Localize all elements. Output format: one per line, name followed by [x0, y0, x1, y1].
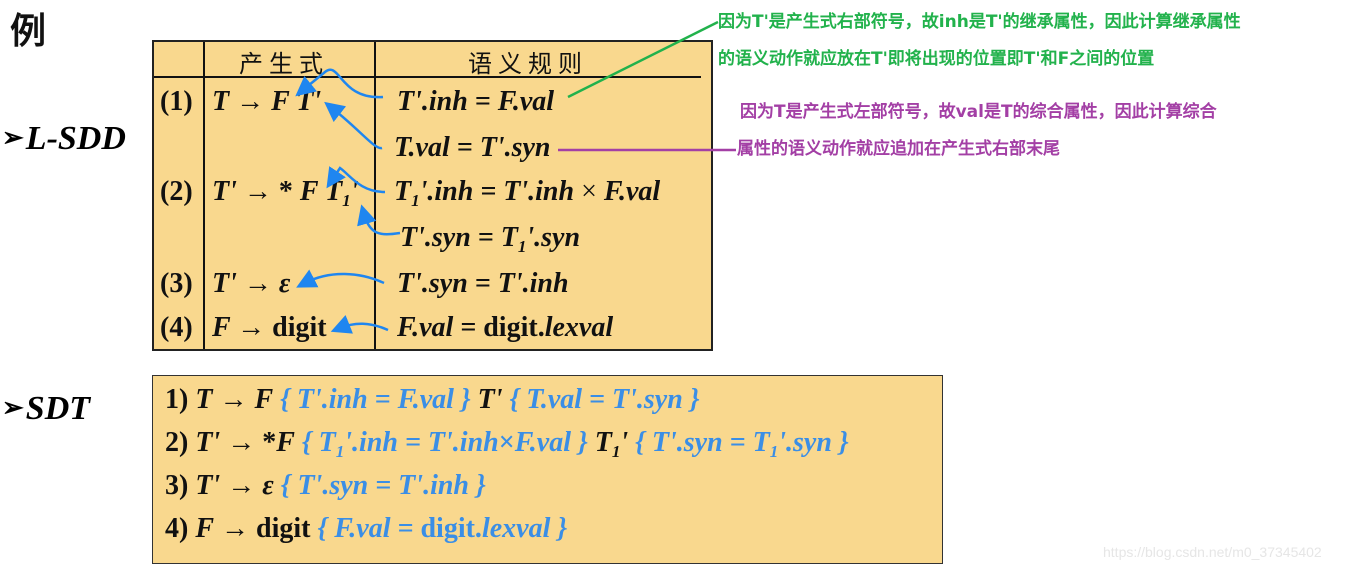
- sdt-line-4: 4) F → digit { F.val = digit.lexval }: [165, 513, 568, 544]
- sdt-box: 1) T → F { T'.inh = F.val } T' { T.val =…: [152, 375, 943, 564]
- header-divider: [154, 76, 701, 78]
- annotation-synthesized-line1: 因为T是产生式左部符号，故val是T的综合属性，因此计算综合: [740, 102, 1217, 122]
- header-semantic-rule: 语义规则: [468, 50, 588, 78]
- column-divider: [203, 42, 205, 349]
- semantic-rule: T'.syn = T1'.syn: [400, 222, 581, 256]
- semantic-rule: T'.inh = F.val: [397, 86, 555, 117]
- row-number: (3): [160, 268, 193, 299]
- arrow-bullet-icon: ➢: [2, 123, 24, 152]
- semantic-rule: T'.syn = T'.inh: [397, 268, 569, 299]
- sdt-label: ➢SDT: [2, 390, 91, 427]
- arrow-bullet-icon: ➢: [2, 393, 24, 422]
- row-number: (4): [160, 312, 193, 343]
- column-divider: [374, 42, 376, 349]
- production: F → digit: [212, 312, 327, 343]
- semantic-rule: F.val = digit.lexval: [397, 312, 614, 343]
- sdt-line-2: 2) T' → *F { T1'.inh = T'.inh×F.val } T1…: [165, 427, 849, 461]
- watermark: https://blog.csdn.net/m0_37345402: [1103, 544, 1322, 560]
- production: T' → ε: [212, 268, 291, 299]
- row-number: (2): [160, 176, 193, 207]
- lsdd-table: 产生式 语义规则 (1) T → F T' T'.inh = F.val T.v…: [152, 40, 713, 351]
- production: T' → * F T1': [212, 176, 359, 210]
- lsdd-label: ➢L-SDD: [2, 120, 126, 157]
- annotation-inherited-line2: 的语义动作就应放在T'即将出现的位置即T'和F之间的位置: [718, 49, 1155, 69]
- semantic-rule: T1'.inh = T'.inh × F.val: [394, 176, 661, 210]
- sdt-line-1: 1) T → F { T'.inh = F.val } T' { T.val =…: [165, 384, 700, 415]
- sdt-line-3: 3) T' → ε { T'.syn = T'.inh }: [165, 470, 486, 501]
- annotation-synthesized-line2: 属性的语义动作就应追加在产生式右部末尾: [737, 139, 1060, 159]
- row-number: (1): [160, 86, 193, 117]
- production: T → F T': [212, 86, 322, 117]
- page-title: 例: [10, 11, 47, 52]
- annotation-inherited-line1: 因为T'是产生式右部符号，故inh是T'的继承属性，因此计算继承属性: [718, 12, 1241, 32]
- semantic-rule: T.val = T'.syn: [394, 132, 551, 163]
- header-production: 产生式: [239, 50, 329, 78]
